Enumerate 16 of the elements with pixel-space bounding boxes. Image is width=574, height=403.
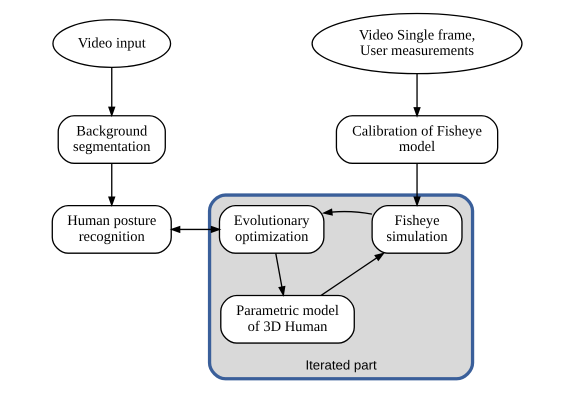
node-box: Human posture recognition [52, 204, 172, 254]
arrow [108, 67, 116, 118]
arrow [275, 254, 286, 297]
arrow [320, 252, 386, 296]
node-box: Background segmentation [58, 115, 166, 164]
arrow [108, 164, 116, 208]
arrow [170, 226, 222, 234]
node-ellipse: Video input [52, 19, 172, 68]
node-ellipse: Video Single frame, User measurements [311, 12, 523, 74]
arrow [413, 74, 421, 118]
node-box: Evolutionary optimization [218, 204, 325, 254]
arrow [413, 164, 421, 208]
node-box: Fisheye simulation [371, 204, 463, 254]
node-box: Parametric model of 3D Human [220, 294, 355, 344]
arrow [322, 208, 372, 216]
node-box: Calibration of Fisheye model [336, 115, 498, 164]
